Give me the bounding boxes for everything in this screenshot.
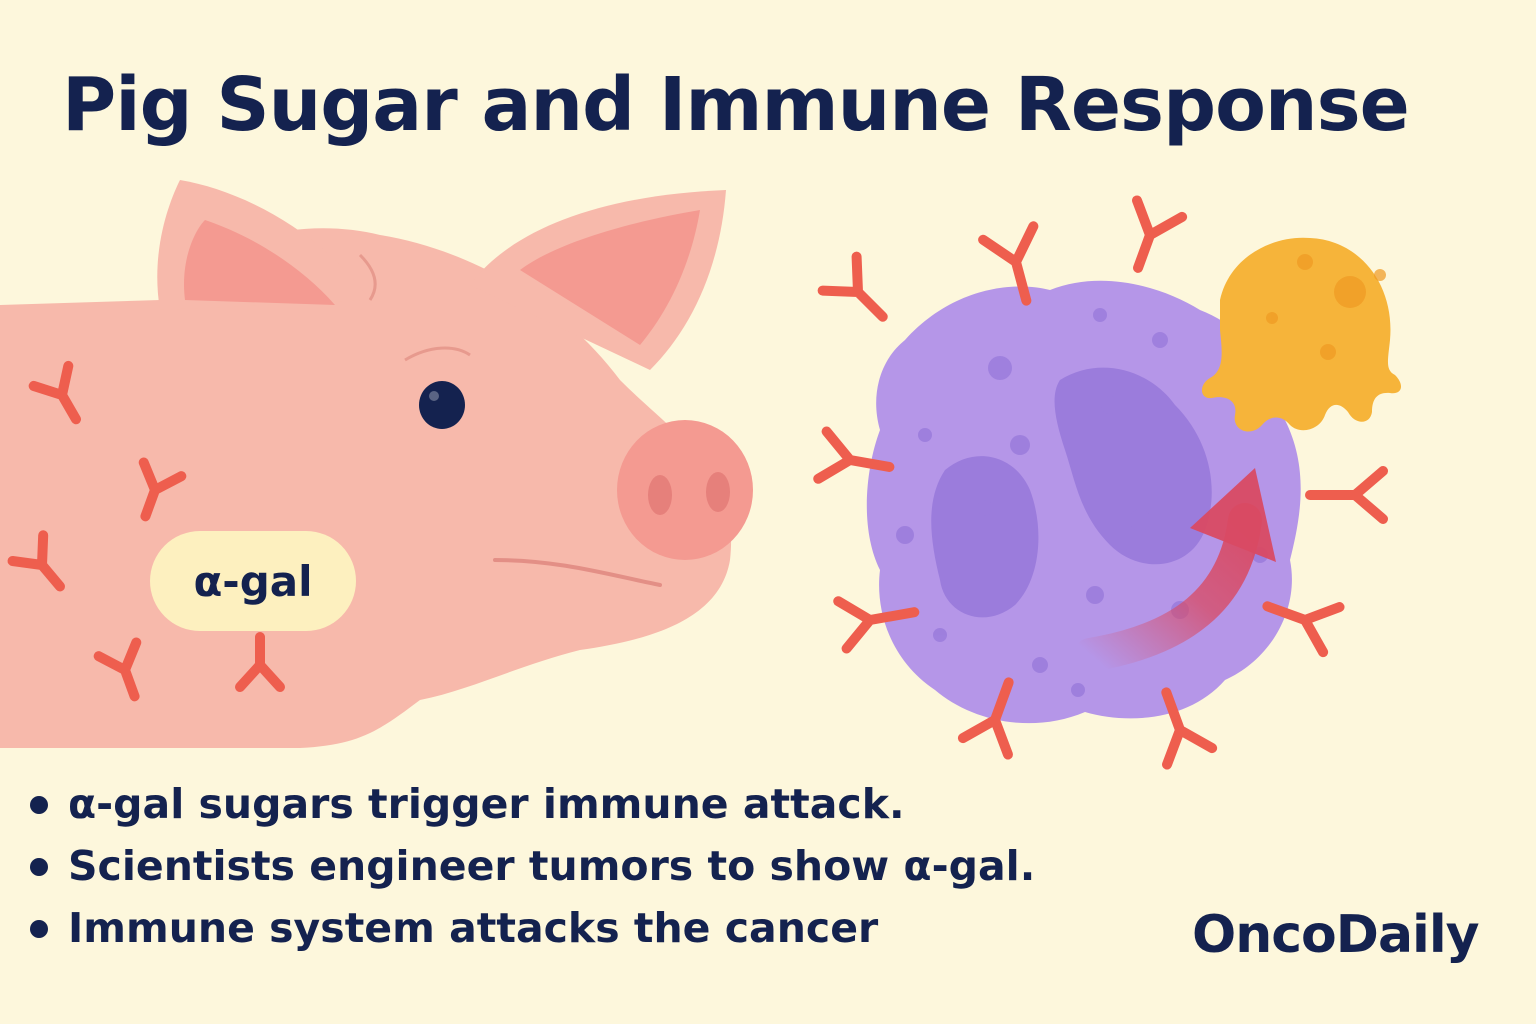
bullet-dot-icon bbox=[30, 796, 48, 814]
curved-arrow-icon bbox=[1073, 468, 1276, 672]
antibody-icon bbox=[813, 426, 895, 484]
list-item: α-gal sugars trigger immune attack. bbox=[30, 780, 1035, 842]
antibody-icon bbox=[28, 360, 81, 425]
antibody-icon bbox=[93, 637, 142, 702]
bullet-text: α-gal sugars trigger immune attack. bbox=[68, 780, 905, 828]
alpha-gal-label-text: α-gal bbox=[193, 556, 313, 606]
antibody-icon bbox=[1262, 601, 1345, 658]
antibody-icon bbox=[7, 530, 65, 592]
bullet-dot-icon bbox=[30, 920, 48, 938]
page-title: Pig Sugar and Immune Response bbox=[62, 62, 1410, 148]
antibody-icon bbox=[1132, 195, 1188, 273]
list-item: Scientists engineer tumors to show α-gal… bbox=[30, 842, 1035, 904]
bullet-text: Scientists engineer tumors to show α-gal… bbox=[68, 842, 1036, 890]
antibody-icon bbox=[1161, 687, 1218, 770]
antibody-icon bbox=[817, 251, 888, 322]
antibody-icon bbox=[1305, 466, 1388, 524]
antibody-icon bbox=[138, 457, 187, 522]
alpha-gal-label: α-gal bbox=[150, 531, 356, 631]
antibody-icon bbox=[978, 221, 1039, 306]
immune-cell-illustration bbox=[1201, 237, 1402, 432]
bullet-text: Immune system attacks the cancer bbox=[68, 904, 879, 952]
bullet-list: α-gal sugars trigger immune attack. Scie… bbox=[30, 780, 1035, 966]
brand-logo: OncoDaily bbox=[1192, 905, 1480, 965]
antibody-icon bbox=[957, 677, 1014, 760]
antibody-icon bbox=[833, 596, 920, 654]
bullet-dot-icon bbox=[30, 858, 48, 876]
list-item: Immune system attacks the cancer bbox=[30, 904, 1035, 966]
antibody-icon bbox=[235, 632, 285, 692]
